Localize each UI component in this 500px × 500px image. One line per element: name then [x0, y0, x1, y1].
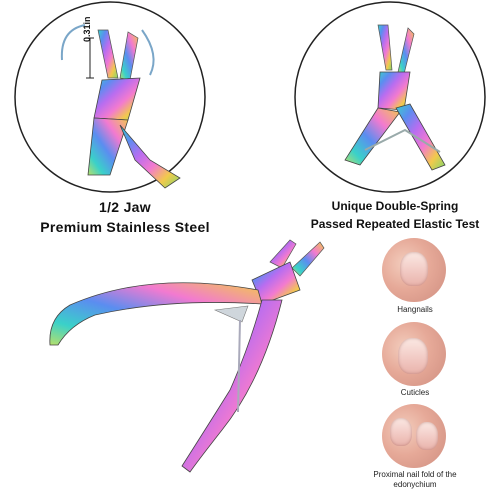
- nail-fold-photo: [382, 404, 446, 468]
- spring-feature-caption: Unique Double-Spring Passed Repeated Ela…: [290, 197, 500, 233]
- main-cuticle-nipper: [49, 239, 325, 473]
- hangnails-label: Hangnails: [397, 305, 433, 314]
- jaw-measurement-label: 0.31in: [82, 16, 92, 42]
- material-text: Premium Stainless Steel: [40, 219, 210, 235]
- nail-fold-label: Proximal nail fold of the edonychium: [373, 470, 457, 489]
- jaw-size-text: 1/2 Jaw: [99, 199, 151, 215]
- hangnails-photo: [382, 238, 446, 302]
- cuticles-photo: [382, 322, 446, 386]
- jaw-closeup: [14, 1, 206, 193]
- jaw-feature-caption: 1/2 Jaw Premium Stainless Steel: [30, 197, 220, 237]
- spring-closeup: [294, 1, 486, 193]
- spring-text: Unique Double-Spring: [331, 199, 459, 213]
- elastic-test-text: Passed Repeated Elastic Test: [310, 217, 480, 231]
- cuticles-label: Cuticles: [400, 388, 430, 397]
